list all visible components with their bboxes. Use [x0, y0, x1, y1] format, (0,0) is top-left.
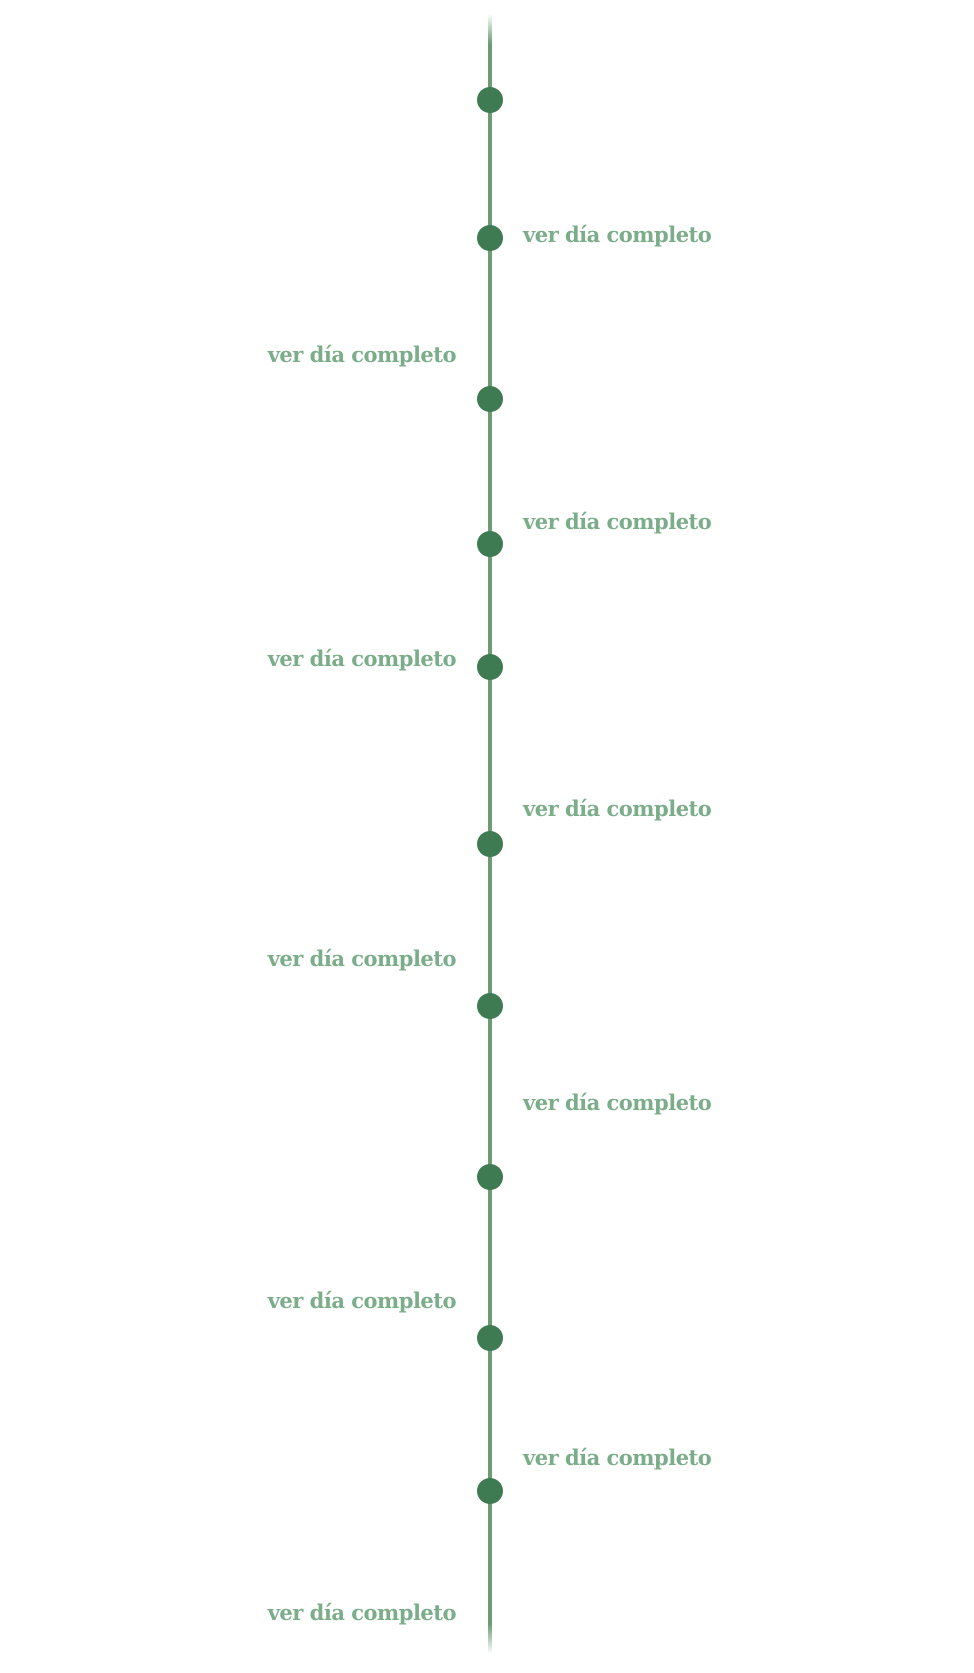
timeline-dot: [477, 1325, 503, 1351]
timeline-dot: [477, 654, 503, 680]
timeline-dot: [477, 386, 503, 412]
timeline-dot: [477, 225, 503, 251]
view-full-day-link[interactable]: ver día completo: [267, 342, 457, 367]
view-full-day-link[interactable]: ver día completo: [523, 796, 712, 821]
timeline-dot: [477, 993, 503, 1019]
view-full-day-link[interactable]: ver día completo: [523, 509, 712, 534]
view-full-day-link[interactable]: ver día completo: [267, 1288, 457, 1313]
timeline-dot: [477, 531, 503, 557]
view-full-day-link[interactable]: ver día completo: [267, 646, 457, 671]
view-full-day-link[interactable]: ver día completo: [267, 1600, 457, 1625]
timeline-dot: [477, 1164, 503, 1190]
view-full-day-link[interactable]: ver día completo: [523, 222, 712, 247]
timeline-dot: [477, 1478, 503, 1504]
timeline-dot: [477, 87, 503, 113]
view-full-day-link[interactable]: ver día completo: [523, 1445, 712, 1470]
timeline-dot: [477, 831, 503, 857]
view-full-day-link[interactable]: ver día completo: [267, 946, 457, 971]
view-full-day-link[interactable]: ver día completo: [523, 1090, 712, 1115]
